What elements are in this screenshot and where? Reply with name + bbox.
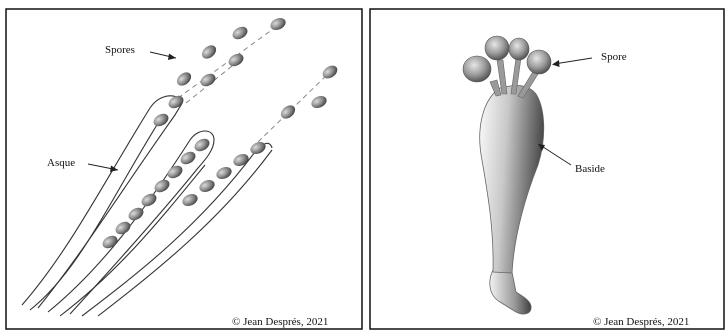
asque-credit: © Jean Després, 2021: [232, 316, 328, 328]
baside-label: Baside: [575, 163, 605, 175]
spore: [463, 56, 491, 82]
spore-label: Spore: [601, 51, 627, 63]
spore: [509, 38, 529, 60]
baside-credit: © Jean Després, 2021: [593, 316, 689, 328]
baside-panel: Spore Baside © Jean Després, 2021: [370, 9, 724, 329]
spores-label: Spores: [105, 44, 135, 56]
spore: [527, 50, 551, 74]
asque-label: Asque: [47, 157, 75, 169]
spore: [485, 36, 509, 60]
asque-panel: Spores Asque © Jean Després, 2021: [6, 9, 362, 329]
